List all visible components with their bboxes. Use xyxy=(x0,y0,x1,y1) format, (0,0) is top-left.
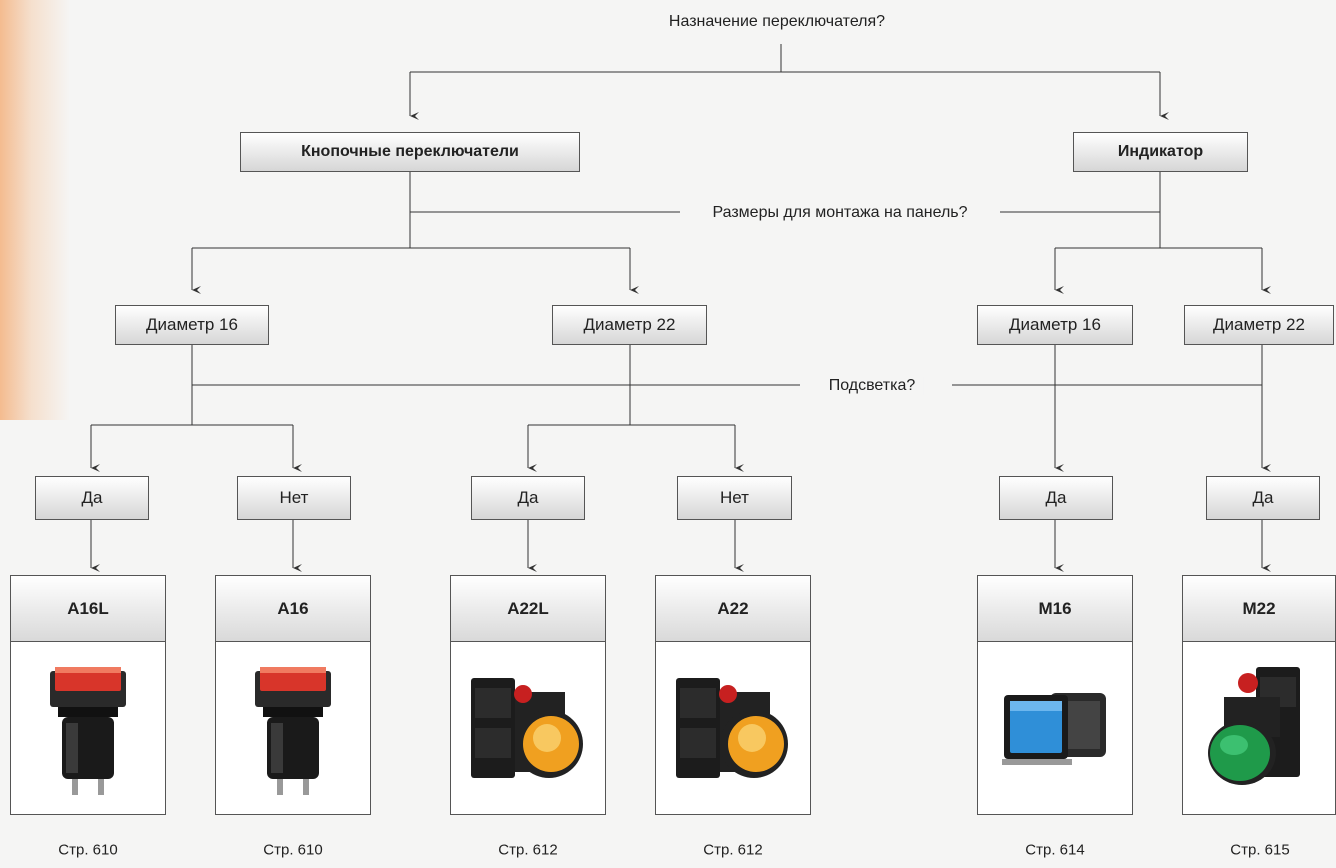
diameter-pushbutton-22: Диаметр 22 xyxy=(552,305,707,345)
answer-yes: Да xyxy=(35,476,149,520)
category-pushbutton: Кнопочные переключатели xyxy=(240,132,580,172)
product-model: M16 xyxy=(978,576,1132,642)
diameter-pushbutton-16: Диаметр 16 xyxy=(115,305,269,345)
answer-yes: Да xyxy=(999,476,1113,520)
product-card-m22: M22 xyxy=(1182,575,1336,815)
answer-no: Нет xyxy=(677,476,792,520)
product-photo xyxy=(11,642,165,814)
diameter-indicator-16: Диаметр 16 xyxy=(977,305,1133,345)
product-photo xyxy=(1183,642,1335,814)
question-panel-size: Размеры для монтажа на панель? xyxy=(704,204,976,222)
answer-yes: Да xyxy=(471,476,585,520)
product-model: A16 xyxy=(216,576,370,642)
product-model: A22 xyxy=(656,576,810,642)
page-ref: Стр. 615 xyxy=(1230,841,1290,859)
product-card-m16: M16 xyxy=(977,575,1133,815)
orange-accent-strip xyxy=(0,0,70,420)
product-photo xyxy=(978,642,1132,814)
product-photo xyxy=(656,642,810,814)
product-model: A16L xyxy=(11,576,165,642)
page-ref: Стр. 612 xyxy=(498,841,558,859)
product-model: M22 xyxy=(1183,576,1335,642)
product-card-a16: A16 xyxy=(215,575,371,815)
question-illumination: Подсветка? xyxy=(820,377,924,395)
product-model: A22L xyxy=(451,576,605,642)
diameter-indicator-22: Диаметр 22 xyxy=(1184,305,1334,345)
page-ref: Стр. 612 xyxy=(703,841,763,859)
product-card-a22l: A22L xyxy=(450,575,606,815)
product-card-a16l: A16L xyxy=(10,575,166,815)
question-purpose: Назначение переключателя? xyxy=(660,13,894,31)
page-ref: Стр. 614 xyxy=(1025,841,1085,859)
page-ref: Стр. 610 xyxy=(263,841,323,859)
answer-no: Нет xyxy=(237,476,351,520)
answer-yes: Да xyxy=(1206,476,1320,520)
category-indicator: Индикатор xyxy=(1073,132,1248,172)
product-photo xyxy=(451,642,605,814)
product-photo xyxy=(216,642,370,814)
product-card-a22: A22 xyxy=(655,575,811,815)
page-ref: Стр. 610 xyxy=(58,841,118,859)
